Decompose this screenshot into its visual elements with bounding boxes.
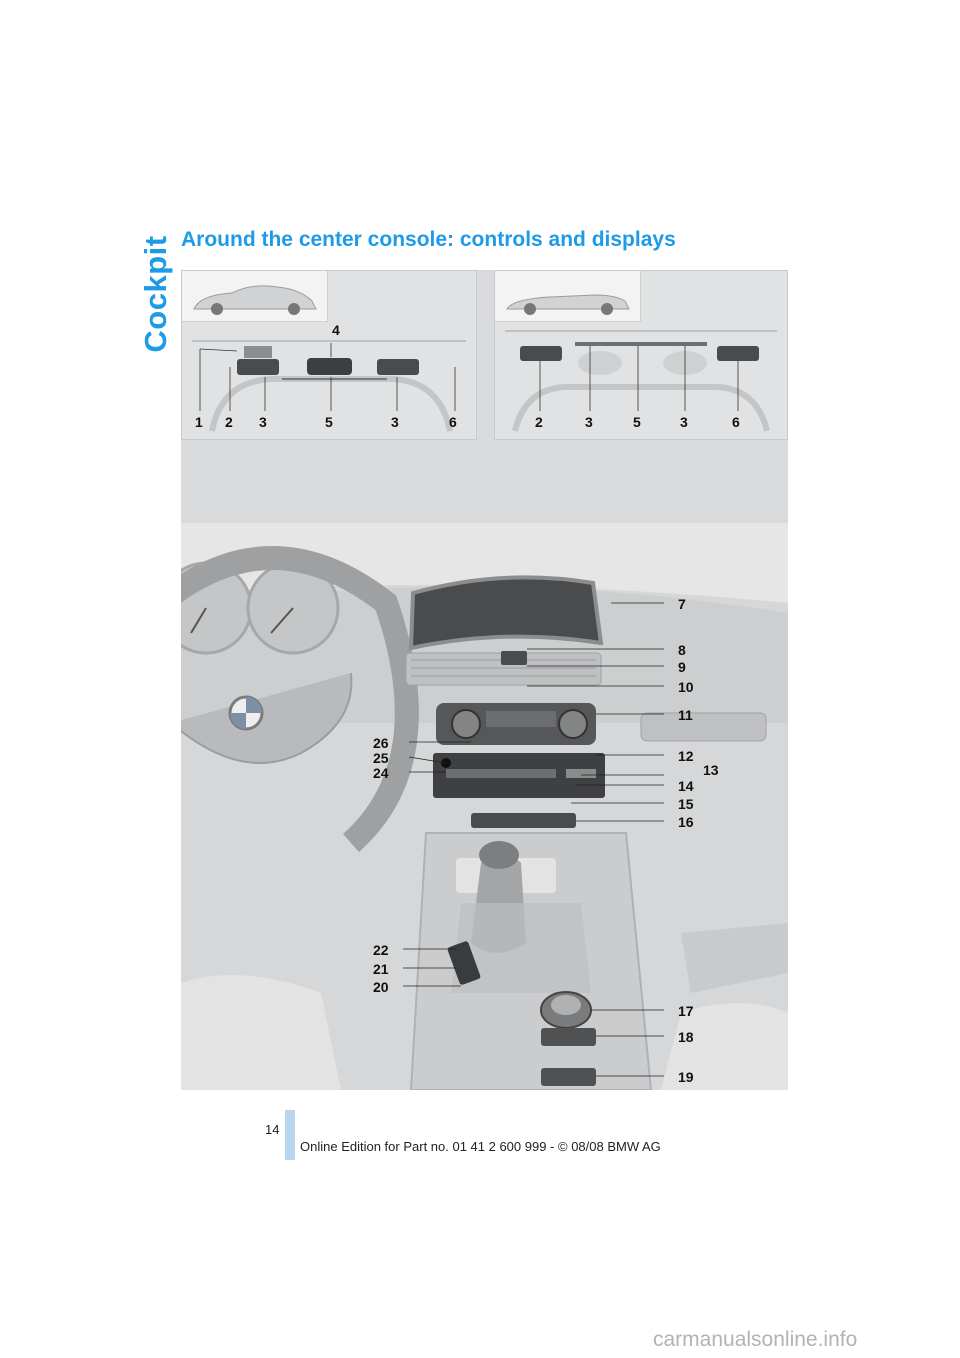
callout-17: 17	[678, 1003, 694, 1019]
convertible-car-thumbnail	[495, 271, 641, 322]
callout-2-conv: 2	[535, 414, 543, 430]
callout-7: 7	[678, 596, 686, 612]
coupe-car-icon	[193, 285, 317, 315]
callout-3b: 3	[391, 414, 399, 430]
callout-5-conv: 5	[633, 414, 641, 430]
coupe-headliner-panel	[181, 270, 477, 440]
callout-26: 26	[373, 735, 389, 751]
callout-6-conv: 6	[732, 414, 740, 430]
convertible-car-icon	[506, 294, 630, 315]
callout-2: 2	[225, 414, 233, 430]
watermark: carmanualsonline.info	[653, 1328, 858, 1351]
convertible-headliner-panel	[494, 270, 788, 440]
callout-12: 12	[678, 748, 694, 764]
callout-18: 18	[678, 1029, 694, 1045]
callout-19: 19	[678, 1069, 694, 1085]
callout-16: 16	[678, 814, 694, 830]
callout-10: 10	[678, 679, 694, 695]
coupe-headliner-drawing	[192, 340, 466, 432]
callout-15: 15	[678, 796, 694, 812]
section-tab-label: Cockpit	[138, 235, 173, 353]
page-number: 14	[265, 1122, 280, 1137]
coupe-car-thumbnail	[182, 271, 328, 322]
footer-accent-bar	[285, 1110, 295, 1160]
callout-5: 5	[325, 414, 333, 430]
callout-3b-conv: 3	[680, 414, 688, 430]
callout-24: 24	[373, 765, 389, 781]
cockpit-figure: 1 2 3 5 3 6 4 2 3 5 3 6	[153, 270, 788, 1091]
callout-14: 14	[678, 778, 694, 794]
callout-6: 6	[449, 414, 457, 430]
convertible-headliner-drawing	[505, 330, 777, 432]
callout-21: 21	[373, 961, 389, 977]
dashboard-illustration: 7 8 9 10 11 12 13 14 15 16 17 18 19 26 2…	[153, 523, 788, 1091]
callout-4: 4	[332, 322, 340, 338]
callout-20: 20	[373, 979, 389, 995]
page-heading: Around the center console: controls and …	[181, 228, 676, 251]
callout-13: 13	[703, 762, 719, 778]
section-tab: Cockpit	[126, 228, 173, 358]
callout-1: 1	[195, 414, 203, 430]
callout-9: 9	[678, 659, 686, 675]
callout-3: 3	[259, 414, 267, 430]
callout-22: 22	[373, 942, 389, 958]
callout-8: 8	[678, 642, 686, 658]
callout-11: 11	[678, 707, 693, 723]
footer-edition: Online Edition for Part no. 01 41 2 600 …	[300, 1139, 661, 1154]
callout-3-conv: 3	[585, 414, 593, 430]
dashboard-drawing	[153, 523, 788, 1091]
callout-25: 25	[373, 750, 389, 766]
